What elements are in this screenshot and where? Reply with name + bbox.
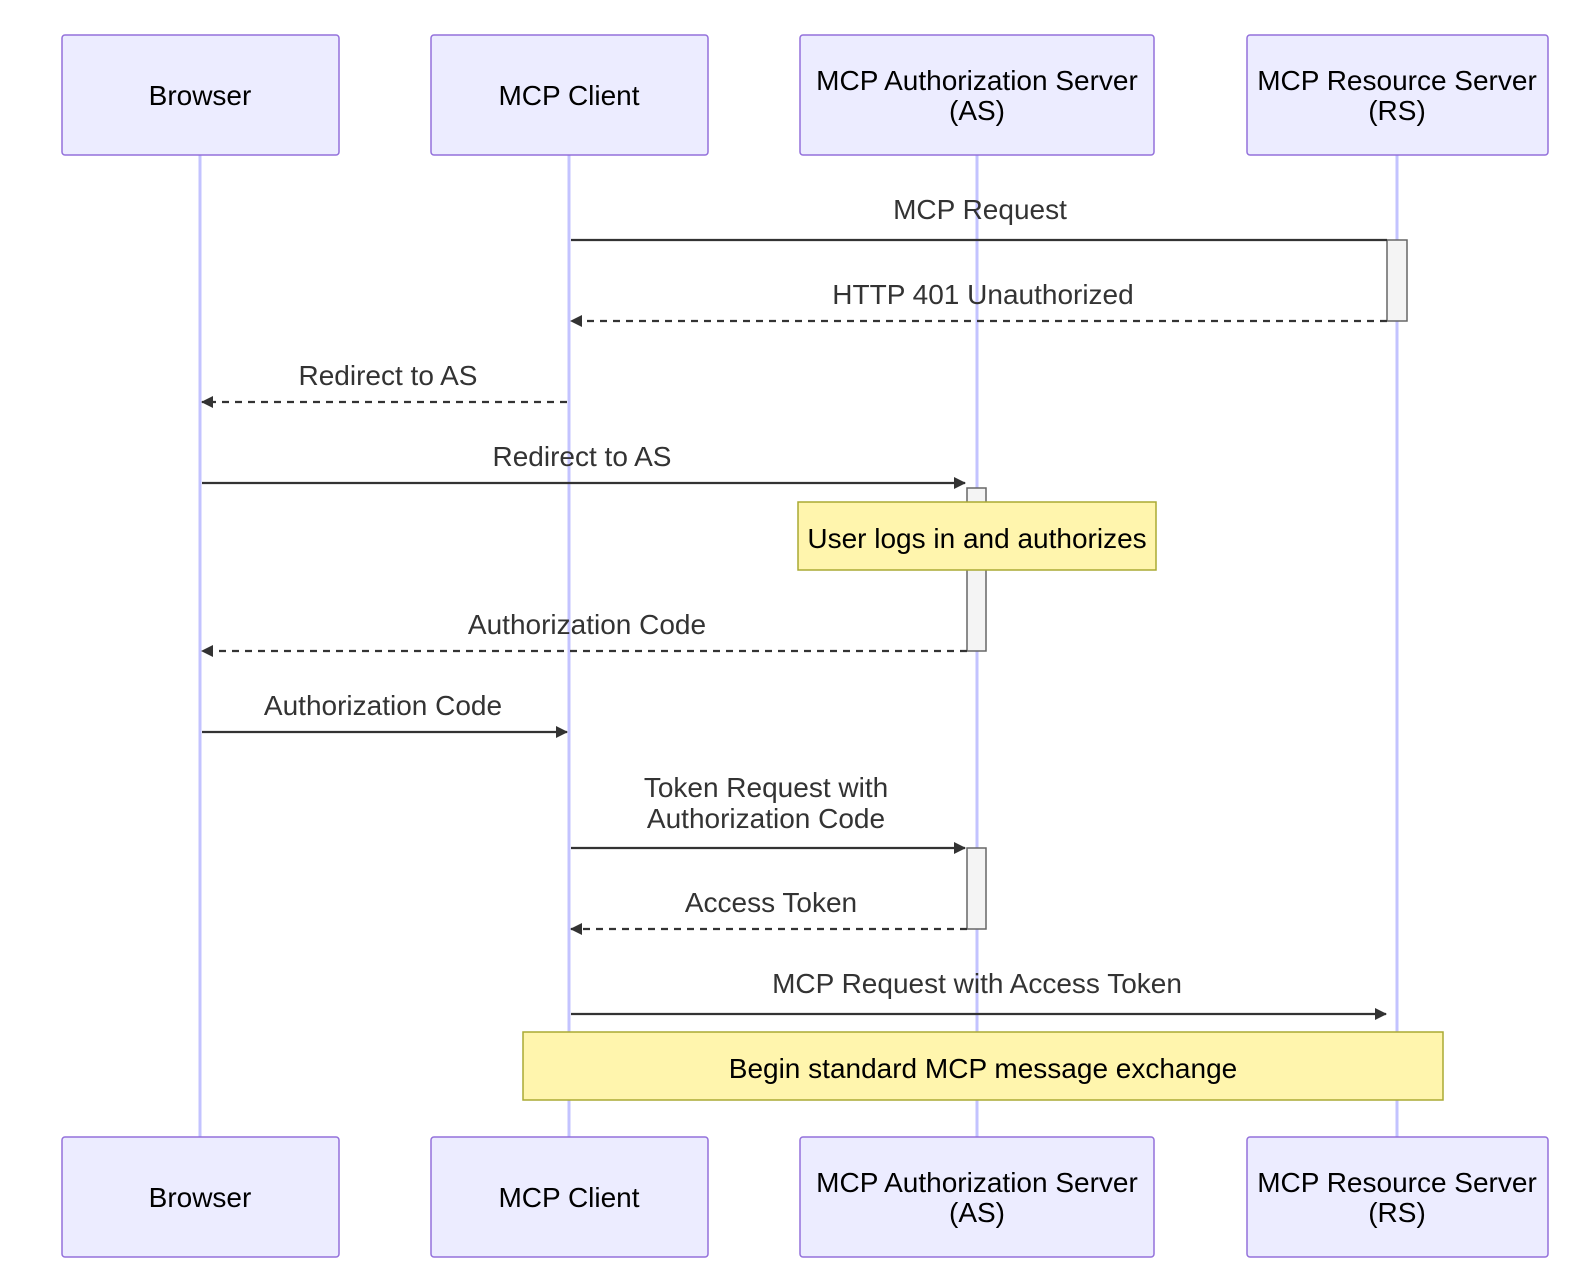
actor-label: MCP Client [498, 1182, 639, 1213]
note-begin-exchange: Begin standard MCP message exchange [522, 1031, 1444, 1101]
message-label: HTTP 401 Unauthorized [832, 279, 1133, 310]
actor-sublabel: (RS) [1368, 95, 1426, 126]
actor-resource-server-bottom: MCP Resource Server (RS) [1246, 1136, 1549, 1258]
actor-label: Browser [149, 80, 252, 111]
message-label: MCP Request with Access Token [772, 968, 1182, 999]
message-label: Redirect to AS [299, 360, 478, 391]
message-label: Authorization Code [264, 690, 502, 721]
activation-rs [1386, 239, 1408, 322]
actor-resource-server-top: MCP Resource Server (RS) [1246, 34, 1549, 156]
actor-authorization-server-bottom: MCP Authorization Server (AS) [799, 1136, 1155, 1258]
message-authorization-code-browser: Authorization Code [202, 690, 568, 738]
note-text: Begin standard MCP message exchange [729, 1053, 1237, 1084]
message-token-request: Token Request with Authorization Code [571, 772, 966, 854]
message-label-line2: Authorization Code [647, 803, 885, 834]
actor-label: MCP Client [498, 80, 639, 111]
message-label: Authorization Code [468, 609, 706, 640]
actor-label: MCP Resource Server [1257, 65, 1537, 96]
message-redirect-to-as-client: Redirect to AS [201, 360, 567, 408]
actor-sublabel: (AS) [949, 95, 1005, 126]
actor-sublabel: (RS) [1368, 1197, 1426, 1228]
activation-as-2 [966, 847, 987, 930]
actor-browser-top: Browser [61, 34, 340, 156]
actor-label: MCP Resource Server [1257, 1167, 1537, 1198]
message-label: Access Token [685, 887, 857, 918]
message-redirect-to-as-browser: Redirect to AS [202, 441, 966, 489]
message-mcp-request: MCP Request [571, 194, 1387, 242]
note-user-logs-in: User logs in and authorizes [797, 501, 1157, 571]
message-authorization-code-as: Authorization Code [201, 609, 967, 657]
message-http-401: HTTP 401 Unauthorized [570, 279, 1387, 327]
actor-authorization-server-top: MCP Authorization Server (AS) [799, 34, 1155, 156]
message-label: Redirect to AS [493, 441, 672, 472]
actor-sublabel: (AS) [949, 1197, 1005, 1228]
message-mcp-request-with-token: MCP Request with Access Token [571, 968, 1387, 1020]
message-access-token: Access Token [570, 887, 967, 935]
actor-mcp-client-bottom: MCP Client [430, 1136, 709, 1258]
actor-label: Browser [149, 1182, 252, 1213]
note-text: User logs in and authorizes [807, 523, 1146, 554]
message-label: Token Request with [644, 772, 888, 803]
message-label: MCP Request [893, 194, 1067, 225]
actor-mcp-client-top: MCP Client [430, 34, 709, 156]
actor-label: MCP Authorization Server [816, 65, 1138, 96]
actor-browser-bottom: Browser [61, 1136, 340, 1258]
actor-label: MCP Authorization Server [816, 1167, 1138, 1198]
